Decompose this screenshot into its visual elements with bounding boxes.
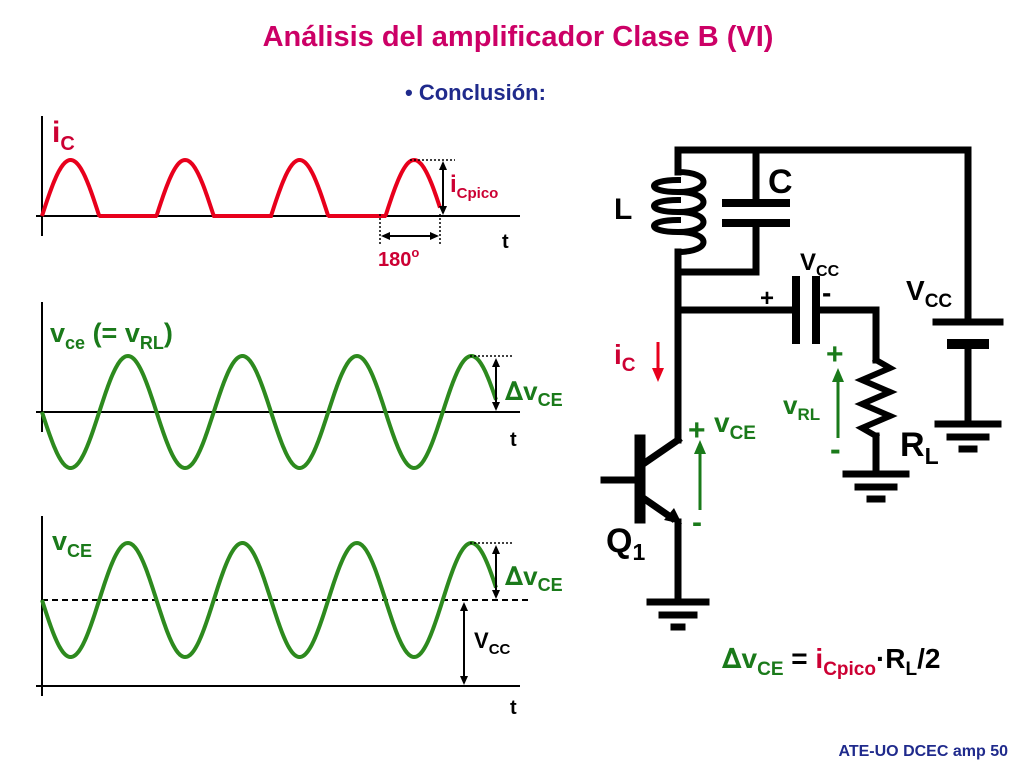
graph-ic-angle-label: 180o [378,245,419,271]
capacitor-label: C [768,163,793,201]
formula: ∆vCE = iCpico·RL/2 [722,642,941,680]
transistor-collector-lead [641,435,683,467]
ic-label: iC [614,339,636,376]
vrl-minus: - [830,431,841,467]
vrl-voltage-arrowhead [832,368,844,382]
graph-vce-ac-arrowhead-down [492,402,500,411]
graph-ic-peak-arrowhead-down [439,206,447,215]
coupling-vcc-label: VCC [800,249,840,280]
transistor-emitter-lead [641,495,677,523]
inductor-label: L [614,193,632,226]
graph-vce-ac-arrowhead-up [492,358,500,367]
graph-vce-dc: vCE ∆vCE VCC t [36,516,563,719]
load-label: RL [900,426,939,469]
coupling-plus: + [760,285,774,312]
graph-vce-dc-vcc-arrowhead-down [460,676,468,685]
graph-vce-dc-vcc-label: VCC [474,628,511,658]
vce-plus: + [688,414,706,447]
transistor-label: Q1 [606,522,645,565]
graph-vce-ac-waveform [40,353,498,471]
graph-vce-ac-t-label: t [510,429,517,451]
graph-vce-dc-delta-label: ∆vCE [505,561,563,595]
vce-label: vCE [714,407,756,444]
graph-ic-t-label: t [502,231,509,253]
graph-ic-peak-arrowhead-up [439,161,447,170]
graph-vce-dc-waveform [40,540,498,660]
vce-voltage-arrowhead [694,440,706,454]
graph-ic-span-arrowhead-right [430,232,439,240]
footer-label: ATE-UO DCEC amp 50 [838,743,1008,760]
graph-vce-dc-vcc-arrowhead-up [460,602,468,611]
vce-minus: - [692,506,702,539]
graph-vce-dc-label: vCE [52,526,92,561]
circuit [600,146,1004,631]
graph-ic-waveform [40,157,442,218]
vrl-label: vRL [783,390,820,424]
graph-ic-label: iC [52,116,75,155]
supply-vcc-label: VCC [906,275,952,312]
graph-ic-span-arrowhead-left [381,232,390,240]
graph-vce-ac-delta-label: ∆vCE [505,376,563,410]
inductor-coil [651,168,707,256]
graph-vce-ac: vce (= vRL) ∆vCE t [36,302,563,471]
graph-vce-ac-label: vce (= vRL) [50,318,173,353]
ic-current-arrowhead [652,368,664,382]
graph-ic-peak-label: iCpico [450,171,498,202]
coupling-minus: - [822,277,831,308]
bullet-conclusion: • Conclusión: [405,80,546,105]
graph-vce-dc-arrowhead-up [492,545,500,554]
vrl-plus: + [826,338,844,371]
graph-ic: iC iCpico 180o t [36,116,520,271]
graph-vce-dc-arrowhead-down [492,590,500,599]
graph-vce-dc-t-label: t [510,697,517,719]
load-resistor [854,355,898,441]
slide-title: Análisis del amplificador Clase B (VI) [263,21,774,53]
